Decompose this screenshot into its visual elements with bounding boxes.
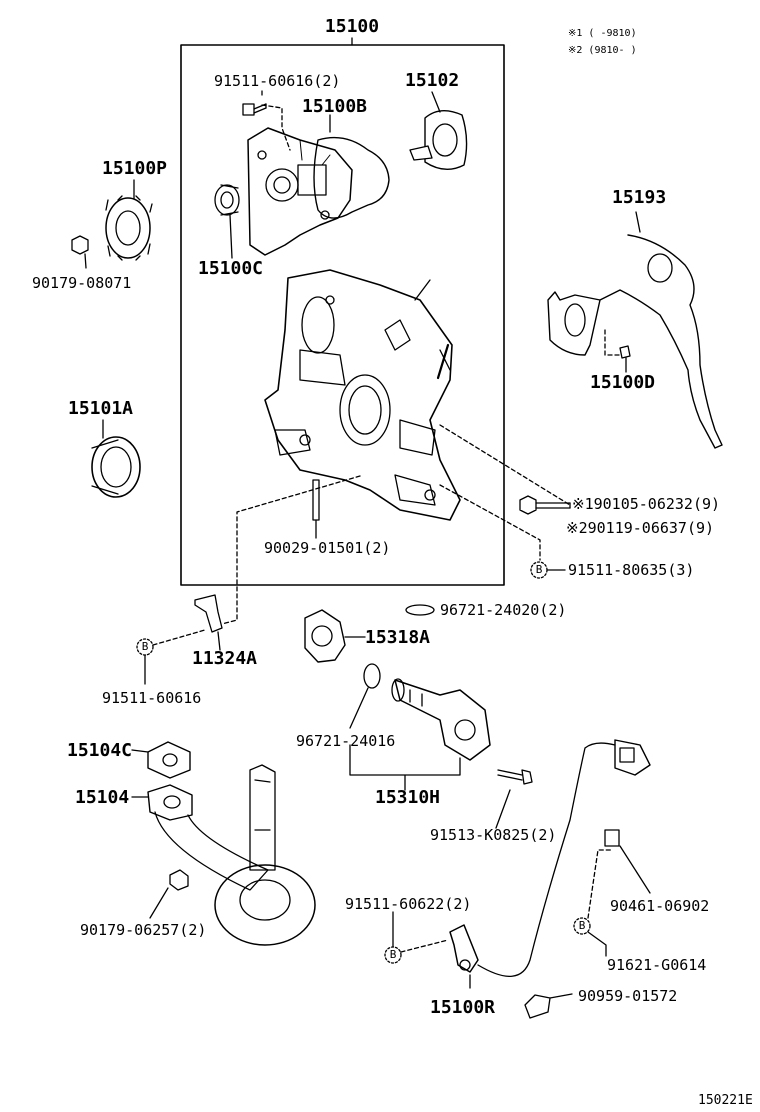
label-15102: 15102	[405, 70, 460, 91]
oring-96721-24016	[349, 663, 381, 729]
pin-15100d	[604, 329, 631, 373]
label-91511-80635: 91511-80635(3)	[568, 561, 695, 579]
diagram-code: 150221E	[698, 1093, 753, 1108]
bracket-11324a	[194, 594, 223, 651]
label-15100: 15100	[324, 16, 380, 37]
label-90461-06902: 90461-06902	[610, 897, 710, 915]
label-90959-01572: 90959-01572	[578, 987, 678, 1005]
callout-b-91511-60622	[384, 911, 449, 964]
timing-cover-15100	[264, 269, 461, 521]
seal-15100c	[214, 184, 240, 259]
callout-b-91511-60616	[136, 629, 206, 685]
label-91511-60616-2: 91511-60616(2)	[214, 72, 341, 90]
assembly-frame	[180, 44, 505, 586]
gasket-15100b	[313, 136, 390, 219]
label-15104c: 15104C	[67, 740, 133, 761]
callout-letter-1: B	[535, 563, 543, 576]
gasket-15104c	[131, 741, 191, 779]
sensor-15100r	[449, 739, 651, 989]
label-91621-g0614: 91621-G0614	[607, 956, 707, 974]
plate-15318a	[304, 609, 366, 663]
label-15310h: 15310H	[375, 787, 441, 808]
label-15100b: 15100B	[302, 96, 368, 117]
label-90105-06232: ※190105-06232(9)	[572, 495, 721, 513]
callout-letter-4: B	[578, 919, 586, 932]
label-15101a: 15101A	[68, 398, 134, 419]
label-91513-k0825: 91513-K0825(2)	[430, 826, 557, 844]
callout-letter-2: B	[141, 640, 149, 653]
note-line-2: ※2 (9810- )	[568, 45, 637, 56]
label-15100c: 15100C	[198, 258, 264, 279]
valve-15310h	[349, 678, 491, 791]
gasket-15193	[547, 211, 723, 449]
label-91511-60622: 91511-60622(2)	[345, 895, 472, 913]
label-15193: 15193	[612, 187, 667, 208]
seal-15101a	[91, 419, 141, 498]
label-15104: 15104	[75, 787, 130, 808]
note-line-1: ※1 ( -9810)	[568, 28, 637, 39]
nut-90179-06257	[149, 869, 189, 919]
strainer-15104	[131, 764, 316, 946]
callout-letter-3: B	[389, 948, 397, 961]
bolt-91511-60616	[242, 87, 291, 151]
label-15100d: 15100D	[590, 372, 656, 393]
label-96721-24020: 96721-24020(2)	[440, 601, 567, 619]
oil-pump-body	[247, 127, 353, 256]
callout-b-91621-g0614	[573, 849, 613, 957]
clamp-90461-06902	[604, 829, 651, 894]
label-90179-06257: 90179-06257(2)	[80, 921, 207, 939]
bolt-90105-06232	[439, 424, 571, 561]
oring-96721-24020	[405, 604, 435, 616]
label-15100p: 15100P	[102, 158, 168, 179]
bolt-91513-k0825	[495, 769, 533, 829]
clip-90959-01572	[524, 993, 573, 1019]
label-91511-60616: 91511-60616	[102, 689, 202, 707]
label-15318a: 15318A	[365, 627, 431, 648]
part-15102	[409, 91, 468, 170]
label-90119-06637: ※290119-06637(9)	[566, 519, 715, 537]
label-15100r: 15100R	[430, 997, 496, 1018]
nut-90179-08071	[71, 235, 89, 269]
label-96721-24016: 96721-24016	[296, 732, 396, 750]
callout-b-91511-80635	[530, 561, 566, 579]
sprocket-15100p	[105, 179, 153, 261]
label-90029-01501: 90029-01501(2)	[264, 539, 391, 557]
stud-90029-01501	[312, 479, 320, 539]
label-11324a: 11324A	[192, 648, 258, 669]
label-90179-08071: 90179-08071	[32, 274, 132, 292]
dashed-leader-11324a	[221, 475, 361, 625]
